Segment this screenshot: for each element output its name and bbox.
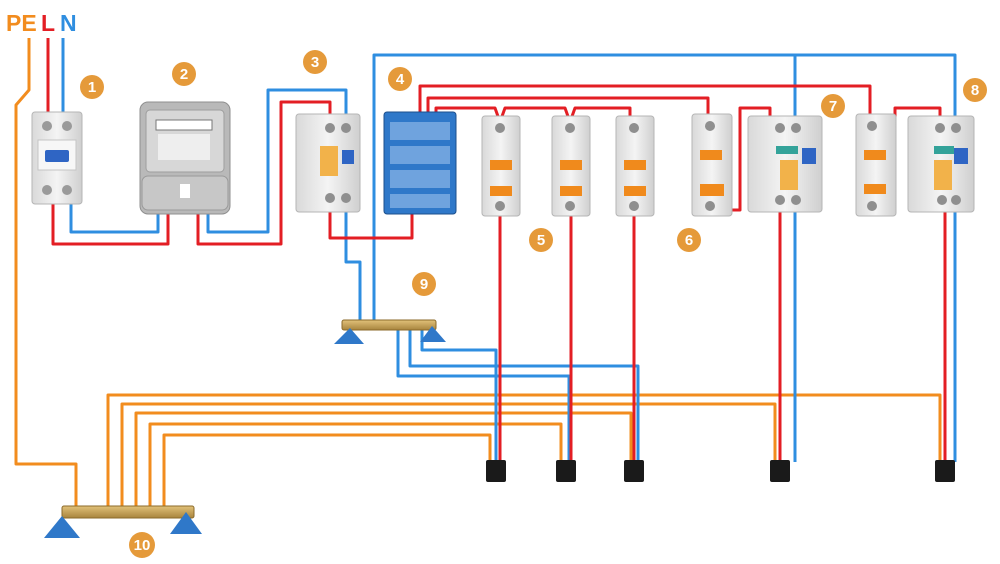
label-n: N — [60, 10, 77, 36]
svg-text:6: 6 — [685, 232, 693, 249]
l-feed-mid — [426, 96, 710, 118]
n-wire-breaker-meter — [69, 196, 160, 234]
terminal-2 — [556, 460, 576, 482]
pe-wire-circuit-8 — [106, 393, 942, 512]
rcbo-7 — [747, 115, 823, 213]
rcbo-input — [295, 113, 361, 213]
circuit-breakers-group — [481, 115, 655, 217]
circuit-breaker-c — [615, 115, 655, 217]
main-breaker — [31, 111, 83, 205]
badge-10: 10 — [129, 532, 155, 558]
n-wire-rcbo-bus — [344, 204, 362, 326]
terminal-5 — [935, 460, 955, 482]
badge-4: 4 — [388, 67, 412, 91]
rcbo-8 — [907, 115, 975, 213]
neutral-busbar — [334, 319, 446, 344]
n-wire-circuit-5b — [396, 326, 571, 462]
terminal-4 — [770, 460, 790, 482]
svg-text:4: 4 — [396, 71, 405, 88]
badge-3: 3 — [303, 50, 327, 74]
circuit-breaker-6 — [691, 113, 733, 217]
terminal-3 — [624, 460, 644, 482]
badge-9: 9 — [412, 272, 436, 296]
svg-text:9: 9 — [420, 276, 428, 293]
badge-8: 8 — [963, 78, 987, 102]
n-wire-circuit-5c — [408, 326, 640, 462]
label-l: L — [41, 10, 55, 36]
l-wire-breaker6-rcbo7 — [730, 106, 772, 212]
l-feed-top — [418, 84, 872, 118]
n-wire-circuit-5a — [420, 326, 498, 462]
number-badges: 1 2 3 4 5 6 7 8 — [80, 50, 987, 558]
supply-labels: PE L N — [6, 10, 77, 36]
pe-wires — [14, 38, 942, 512]
terminal-1 — [486, 460, 506, 482]
circuit-breaker-b — [551, 115, 591, 217]
neutral-wires — [61, 38, 957, 462]
electricity-meter — [139, 101, 231, 215]
circuit-breaker-a — [481, 115, 521, 217]
svg-text:3: 3 — [311, 54, 319, 71]
n-wire-rcbo8 — [372, 53, 957, 326]
line-wires — [46, 38, 947, 462]
circuit-breaker-8a — [855, 113, 897, 217]
badge-7: 7 — [821, 94, 845, 118]
svg-text:5: 5 — [537, 232, 545, 249]
l-wire-meter-rcbo — [196, 100, 332, 246]
svg-text:1: 1 — [88, 79, 96, 96]
svg-text:8: 8 — [971, 82, 979, 99]
badge-1: 1 — [80, 75, 104, 99]
output-terminals — [486, 460, 955, 482]
n-wire-meter-rcbo — [206, 88, 348, 234]
svg-text:2: 2 — [180, 66, 188, 83]
l-feed-breakers — [434, 106, 632, 124]
pe-wire-circuit-5b — [148, 422, 563, 512]
pe-wire-circuit-7 — [120, 402, 777, 512]
badge-2: 2 — [172, 62, 196, 86]
l-wire-rcbo-block — [328, 204, 414, 240]
l-wire-breaker-meter — [51, 196, 170, 246]
svg-text:7: 7 — [829, 98, 837, 115]
svg-text:10: 10 — [134, 537, 151, 554]
pe-wire-circuit-5a — [162, 433, 492, 512]
distribution-block — [383, 111, 457, 215]
pe-busbar — [44, 505, 202, 538]
pe-supply-wire — [14, 38, 78, 512]
pe-wire-circuit-5c — [134, 411, 633, 512]
badge-6: 6 — [677, 228, 701, 252]
label-pe: PE — [6, 10, 37, 36]
badge-5: 5 — [529, 228, 553, 252]
